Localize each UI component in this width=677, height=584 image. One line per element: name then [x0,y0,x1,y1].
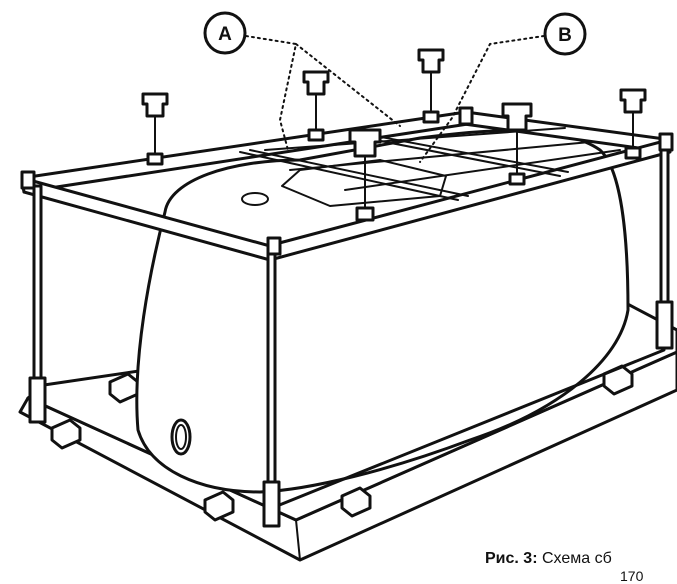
figure-caption-text: Схема сб [541,550,612,567]
callout-b-label: B [558,25,572,46]
bolt-1 [141,92,169,166]
bolt-2 [302,70,330,142]
bolt-5 [501,102,533,186]
callout-a-label: A [218,24,232,45]
callout-b: B [419,12,587,163]
figure-caption-label: Рис. 3: [485,550,538,567]
figure-caption-line2: 170 [620,568,644,584]
bolt-4 [348,128,382,222]
bolt-3 [417,48,445,124]
figure-caption: Рис. 3: Схема сб [485,550,612,568]
callout-a: A [203,11,401,151]
adjustable-bolts [141,48,647,222]
bolt-6 [619,88,647,160]
legs [20,106,674,528]
